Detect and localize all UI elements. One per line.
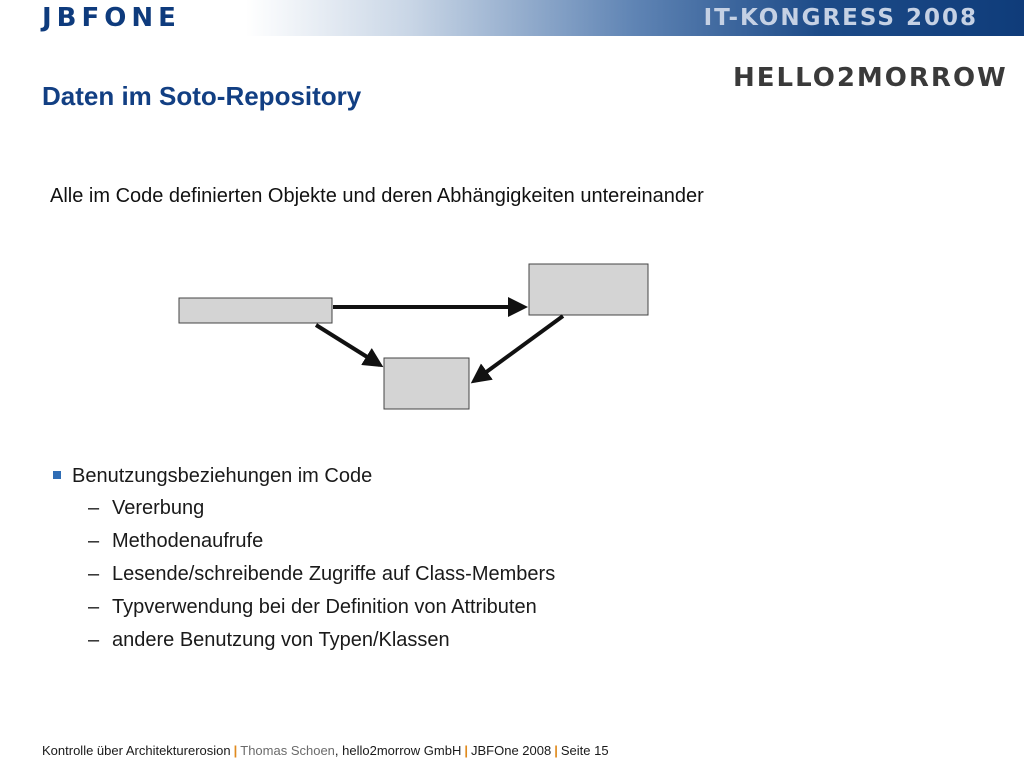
square-bullet-icon: [53, 471, 61, 479]
diagram-box-right: [528, 263, 649, 316]
arrow-left-to-bottom: [314, 323, 384, 368]
bullet-text: Benutzungsbeziehungen im Code: [72, 465, 373, 487]
diagram-box-bottom: [383, 357, 470, 410]
arrow-right-to-bottom: [470, 314, 565, 384]
footer-topic: Kontrolle über Architekturerosion: [42, 743, 231, 758]
footer-separator: |: [464, 743, 468, 758]
footer-page-number: Seite 15: [560, 743, 609, 758]
slide-footer: Kontrolle über Architekturerosion|Thomas…: [42, 742, 609, 760]
dash-marker: –: [88, 530, 100, 552]
slide-subtitle: Alle im Code definierten Objekte und der…: [50, 185, 704, 207]
sub-list-wrapper: –Vererbung –Methodenaufrufe –Lesende/sch…: [50, 492, 555, 657]
jbfone-logo: JBFONE: [42, 3, 181, 33]
it-kongress-logo: IT-KONGRESS 2008: [703, 5, 978, 31]
bullet-list: Benutzungsbeziehungen im Code –Vererbung…: [50, 460, 555, 657]
sub-item-text: Typverwendung bei der Definition von Att…: [112, 596, 537, 618]
sub-item: –Typverwendung bei der Definition von At…: [50, 591, 555, 624]
footer-event: JBFOne 2008: [471, 743, 552, 758]
sub-list: –Vererbung –Methodenaufrufe –Lesende/sch…: [50, 492, 555, 657]
sub-item-text: Lesende/schreibende Zugriffe auf Class-M…: [112, 563, 556, 585]
footer-separator: |: [554, 743, 558, 758]
sub-item-text: Vererbung: [112, 497, 205, 519]
sub-item: –Vererbung: [50, 492, 555, 525]
sub-item: –Lesende/schreibende Zugriffe auf Class-…: [50, 558, 555, 591]
sub-item-text: Methodenaufrufe: [112, 530, 264, 552]
page-title: Daten im Soto-Repository: [42, 81, 362, 111]
dash-marker: –: [88, 497, 100, 519]
header-band: [0, 0, 1024, 36]
bullet-item: Benutzungsbeziehungen im Code: [50, 460, 555, 492]
sub-item: –andere Benutzung von Typen/Klassen: [50, 624, 555, 657]
footer-company: , hello2morrow GmbH: [334, 743, 462, 758]
hello2morrow-logo: HELLO2MORROW: [733, 63, 1008, 93]
sub-item: –Methodenaufrufe: [50, 525, 555, 558]
sub-item-text: andere Benutzung von Typen/Klassen: [112, 629, 450, 651]
dash-marker: –: [88, 596, 100, 618]
diagram-box-left: [178, 297, 333, 324]
dash-marker: –: [88, 629, 100, 651]
footer-separator: |: [233, 743, 238, 758]
footer-author: Thomas Schoen: [240, 743, 335, 758]
dash-marker: –: [88, 563, 100, 585]
